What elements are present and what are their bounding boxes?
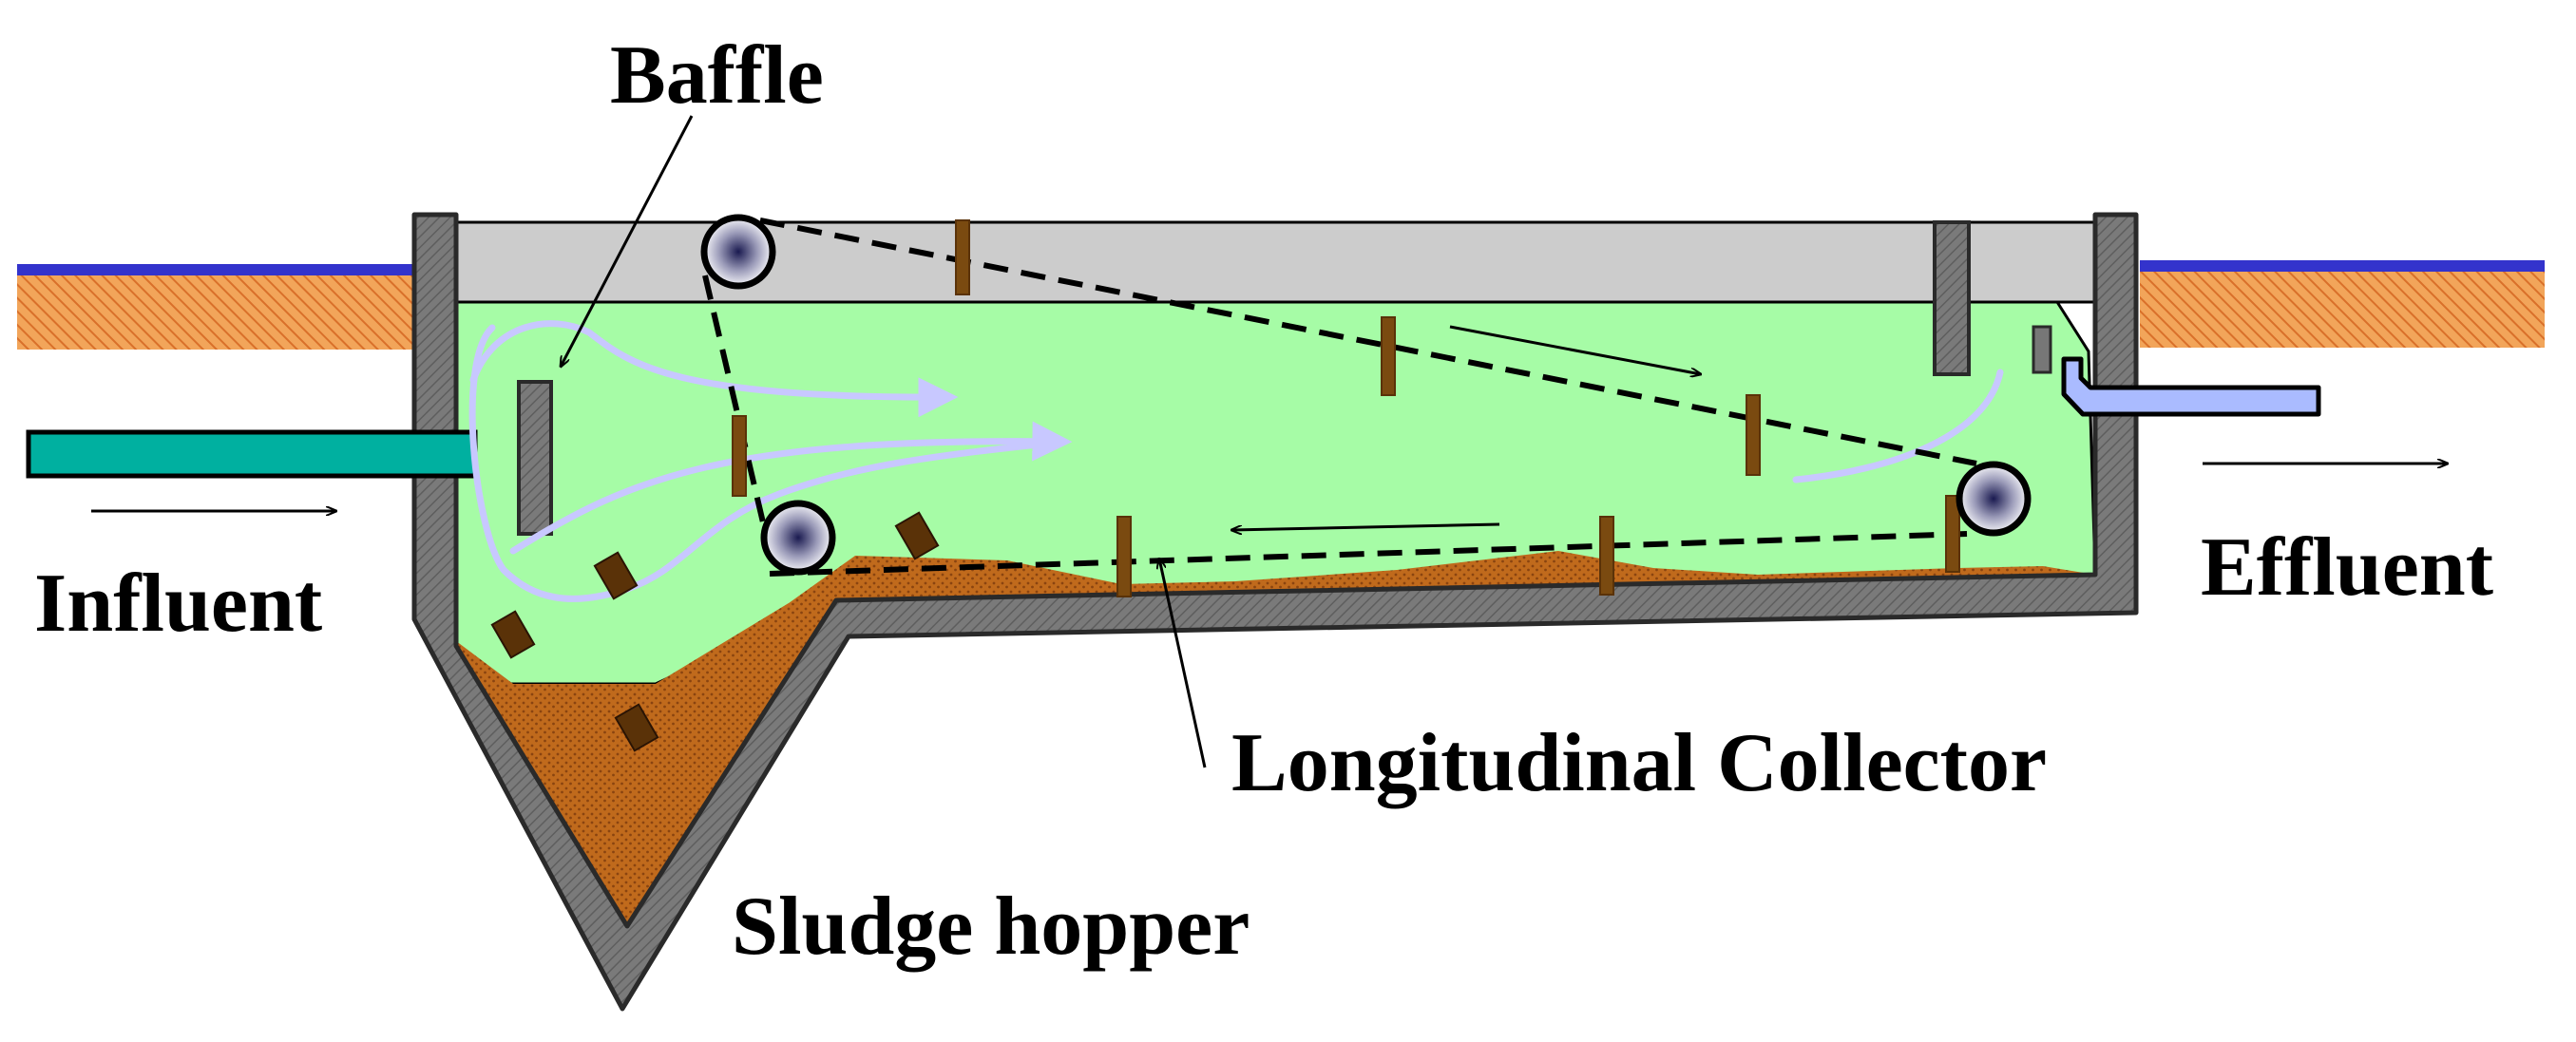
chain-upper-arrow	[1449, 325, 1701, 374]
chain-lower-arrow	[1231, 522, 1500, 530]
walkway	[454, 220, 2097, 304]
effluent-pipe	[2061, 356, 2321, 417]
longitudinal-collector-label: Longitudinal Collector	[1231, 717, 2047, 809]
ground-right	[2140, 260, 2545, 348]
direction-arrows	[91, 325, 2448, 530]
scum-baffle	[1933, 220, 1971, 376]
influent-pipe	[26, 429, 478, 479]
influent-label: Influent	[34, 558, 322, 650]
tank-walls	[411, 212, 2139, 1012]
inlet-baffle	[517, 380, 553, 536]
sludge-hopper-label: Sludge hopper	[732, 881, 1250, 973]
baffle-label: Baffle	[610, 29, 824, 122]
effluent-label: Effluent	[2201, 521, 2493, 614]
leader-lines	[561, 115, 1207, 768]
baffle-leader	[561, 115, 694, 367]
collector-flights	[732, 219, 1960, 597]
settling-particles	[490, 511, 940, 752]
collector-leader	[1159, 559, 1207, 768]
sludge-hopper-fill	[456, 600, 836, 926]
effluent-weir	[2032, 325, 2052, 374]
sprocket-wheels	[700, 214, 2032, 576]
ground-left	[17, 264, 416, 350]
